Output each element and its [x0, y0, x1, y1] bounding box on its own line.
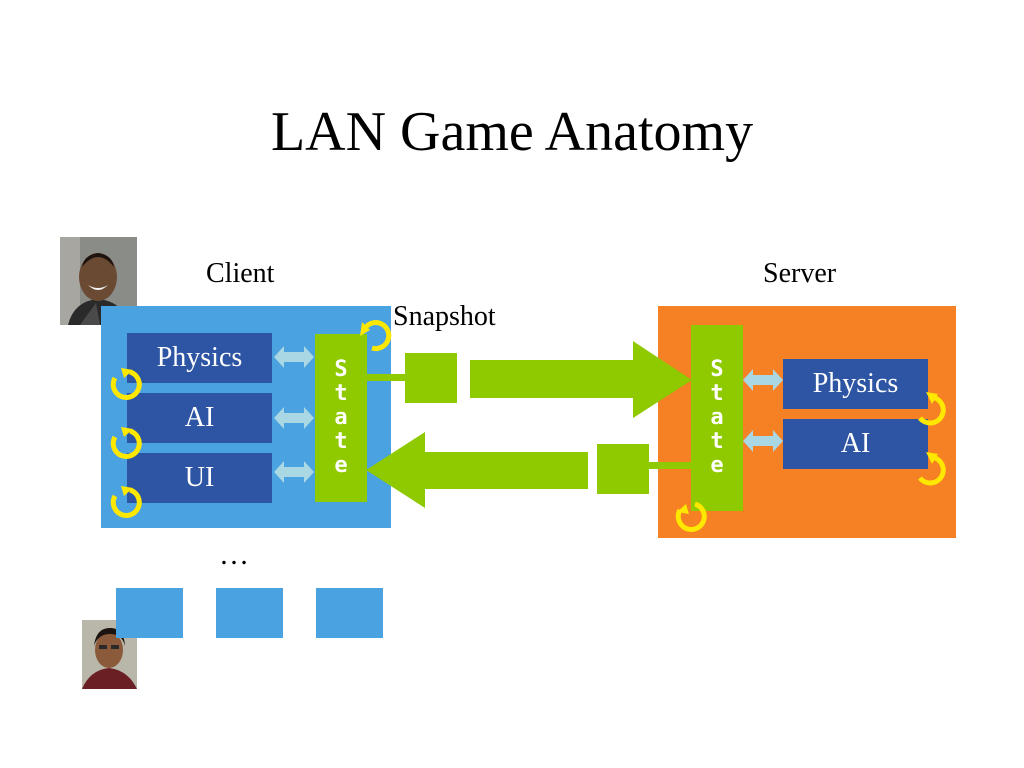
connector-line	[366, 374, 406, 381]
state-letter: t	[334, 429, 348, 454]
big-arrow-right	[470, 341, 692, 418]
person-photo-icon	[60, 237, 137, 325]
snapshot-label: Snapshot	[393, 301, 496, 332]
snapshot-block-outgoing	[405, 353, 457, 403]
refresh-icon	[675, 501, 707, 532]
more-clients-ellipsis: …	[219, 538, 249, 571]
refresh-icon	[918, 452, 946, 486]
refresh-icon	[110, 427, 142, 459]
server-module-physics: Physics	[783, 359, 928, 409]
state-letter: t	[710, 429, 724, 454]
refresh-icon	[360, 320, 392, 352]
client-label: Client	[206, 258, 275, 289]
extra-client-block	[116, 588, 183, 638]
person-photo-icon	[82, 620, 137, 689]
client-module-ui: UI	[127, 453, 272, 503]
state-letter: e	[334, 453, 348, 478]
double-arrow-icon	[274, 407, 314, 429]
refresh-icon	[110, 368, 142, 400]
state-letter: e	[710, 453, 724, 478]
state-letter: a	[710, 405, 724, 430]
client-module-physics: Physics	[127, 333, 272, 383]
big-arrow-left	[366, 432, 588, 508]
server-state-bar: S t a t e	[691, 325, 743, 511]
user-photo-extra	[82, 620, 137, 689]
state-letter: S	[710, 357, 724, 382]
state-letter: t	[710, 381, 724, 406]
double-arrow-icon	[274, 461, 314, 483]
state-letter: a	[334, 405, 348, 430]
user-photo-client	[60, 237, 137, 325]
server-module-ai: AI	[783, 419, 928, 469]
client-module-ai: AI	[127, 393, 272, 443]
server-label: Server	[763, 258, 837, 289]
snapshot-block-incoming	[597, 444, 649, 494]
slide-title: LAN Game Anatomy	[270, 101, 754, 163]
extra-client-block	[316, 588, 383, 638]
refresh-icon	[110, 486, 142, 518]
extra-client-block	[216, 588, 283, 638]
double-arrow-icon	[274, 346, 314, 368]
double-arrow-icon	[743, 430, 783, 452]
double-arrow-icon	[743, 369, 783, 391]
state-letter: t	[334, 381, 348, 406]
client-state-bar: S t a t e	[315, 334, 367, 502]
connector-line	[649, 462, 692, 469]
refresh-icon	[918, 392, 946, 426]
state-letter: S	[334, 357, 348, 382]
